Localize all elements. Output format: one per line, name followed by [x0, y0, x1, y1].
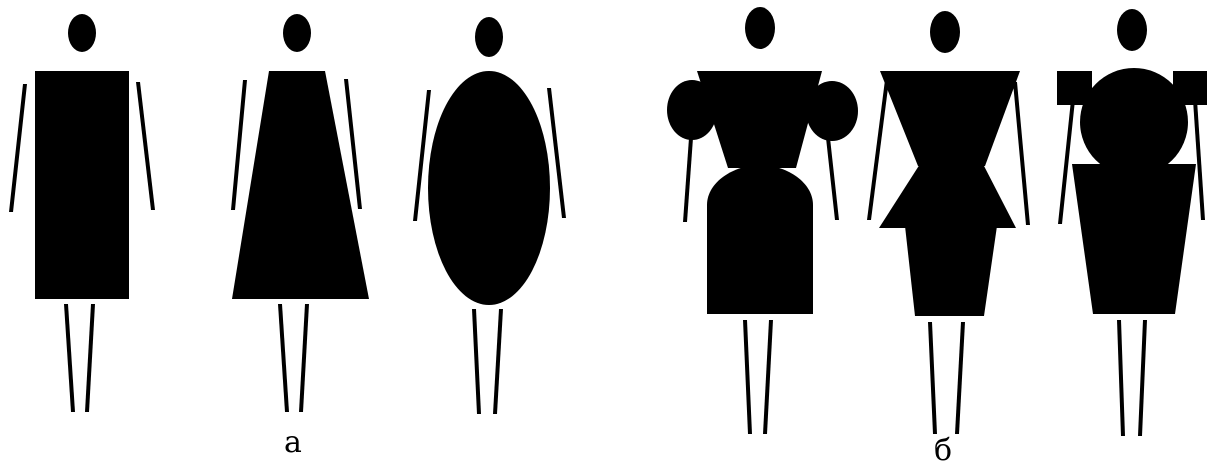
figure-puff-sleeves-skirt — [707, 165, 813, 314]
group-b-label: б — [934, 436, 952, 466]
figure-rectangle — [9, 14, 155, 412]
figure-puff-sleeves-right-sleeve — [806, 81, 858, 141]
figure-oval-head — [475, 17, 503, 57]
figure-shoulder-pads-right-leg — [1138, 320, 1147, 436]
figure-hourglass-peplum — [879, 164, 1016, 228]
figure-oval-right-arm — [547, 88, 566, 218]
figure-oval-right-leg — [493, 309, 503, 414]
figure-shoulder-pads — [1057, 9, 1207, 436]
figure-shoulder-pads-right-arm — [1193, 100, 1205, 220]
figure-rectangle-left-leg — [64, 304, 75, 412]
figure-rectangle-right-arm — [136, 82, 155, 210]
group-a-label: а — [284, 428, 302, 458]
figure-hourglass-left-leg — [928, 322, 937, 434]
figure-rectangle-left-arm — [9, 84, 27, 212]
figure-oval-body — [428, 71, 550, 305]
figure-puff-sleeves-left-leg — [743, 320, 752, 434]
figure-rectangle-right-leg — [85, 304, 95, 412]
figure-hourglass-right-leg — [955, 322, 965, 434]
figure-hourglass-right-arm — [1013, 82, 1030, 225]
figure-trapezoid-left-leg — [278, 304, 289, 412]
figure-oval — [413, 17, 566, 414]
figure-shoulder-pads-top — [1080, 68, 1188, 176]
figure-hourglass-skirt — [905, 226, 997, 316]
figure-rectangle-head — [68, 14, 96, 52]
figure-shoulder-pads-head — [1117, 9, 1147, 51]
figure-shoulder-pads-left-arm — [1058, 100, 1075, 224]
figure-puff-sleeves-right-leg — [763, 320, 773, 434]
figure-puff-sleeves-bodice — [697, 71, 822, 168]
figure-rectangle-body — [35, 71, 129, 299]
figure-puff-sleeves — [667, 7, 858, 434]
figure-hourglass-head — [930, 11, 960, 53]
figure-hourglass — [867, 11, 1030, 434]
figure-oval-left-leg — [472, 309, 481, 414]
figure-puff-sleeves-left-arm — [683, 138, 693, 222]
figure-hourglass-bodice — [880, 71, 1020, 166]
figure-puff-sleeves-right-arm — [826, 138, 839, 220]
figure-puff-sleeves-head — [745, 7, 775, 49]
figure-hourglass-left-arm — [867, 80, 889, 220]
figure-trapezoid — [231, 14, 369, 412]
figure-trapezoid-left-arm — [231, 80, 247, 210]
figure-trapezoid-head — [283, 14, 311, 52]
figure-oval-left-arm — [413, 90, 431, 221]
figure-puff-sleeves-left-sleeve — [667, 80, 717, 140]
figure-shoulder-pads-left-leg — [1117, 320, 1125, 436]
figure-trapezoid-right-leg — [299, 304, 309, 412]
figure-shoulder-pads-skirt — [1072, 164, 1196, 314]
